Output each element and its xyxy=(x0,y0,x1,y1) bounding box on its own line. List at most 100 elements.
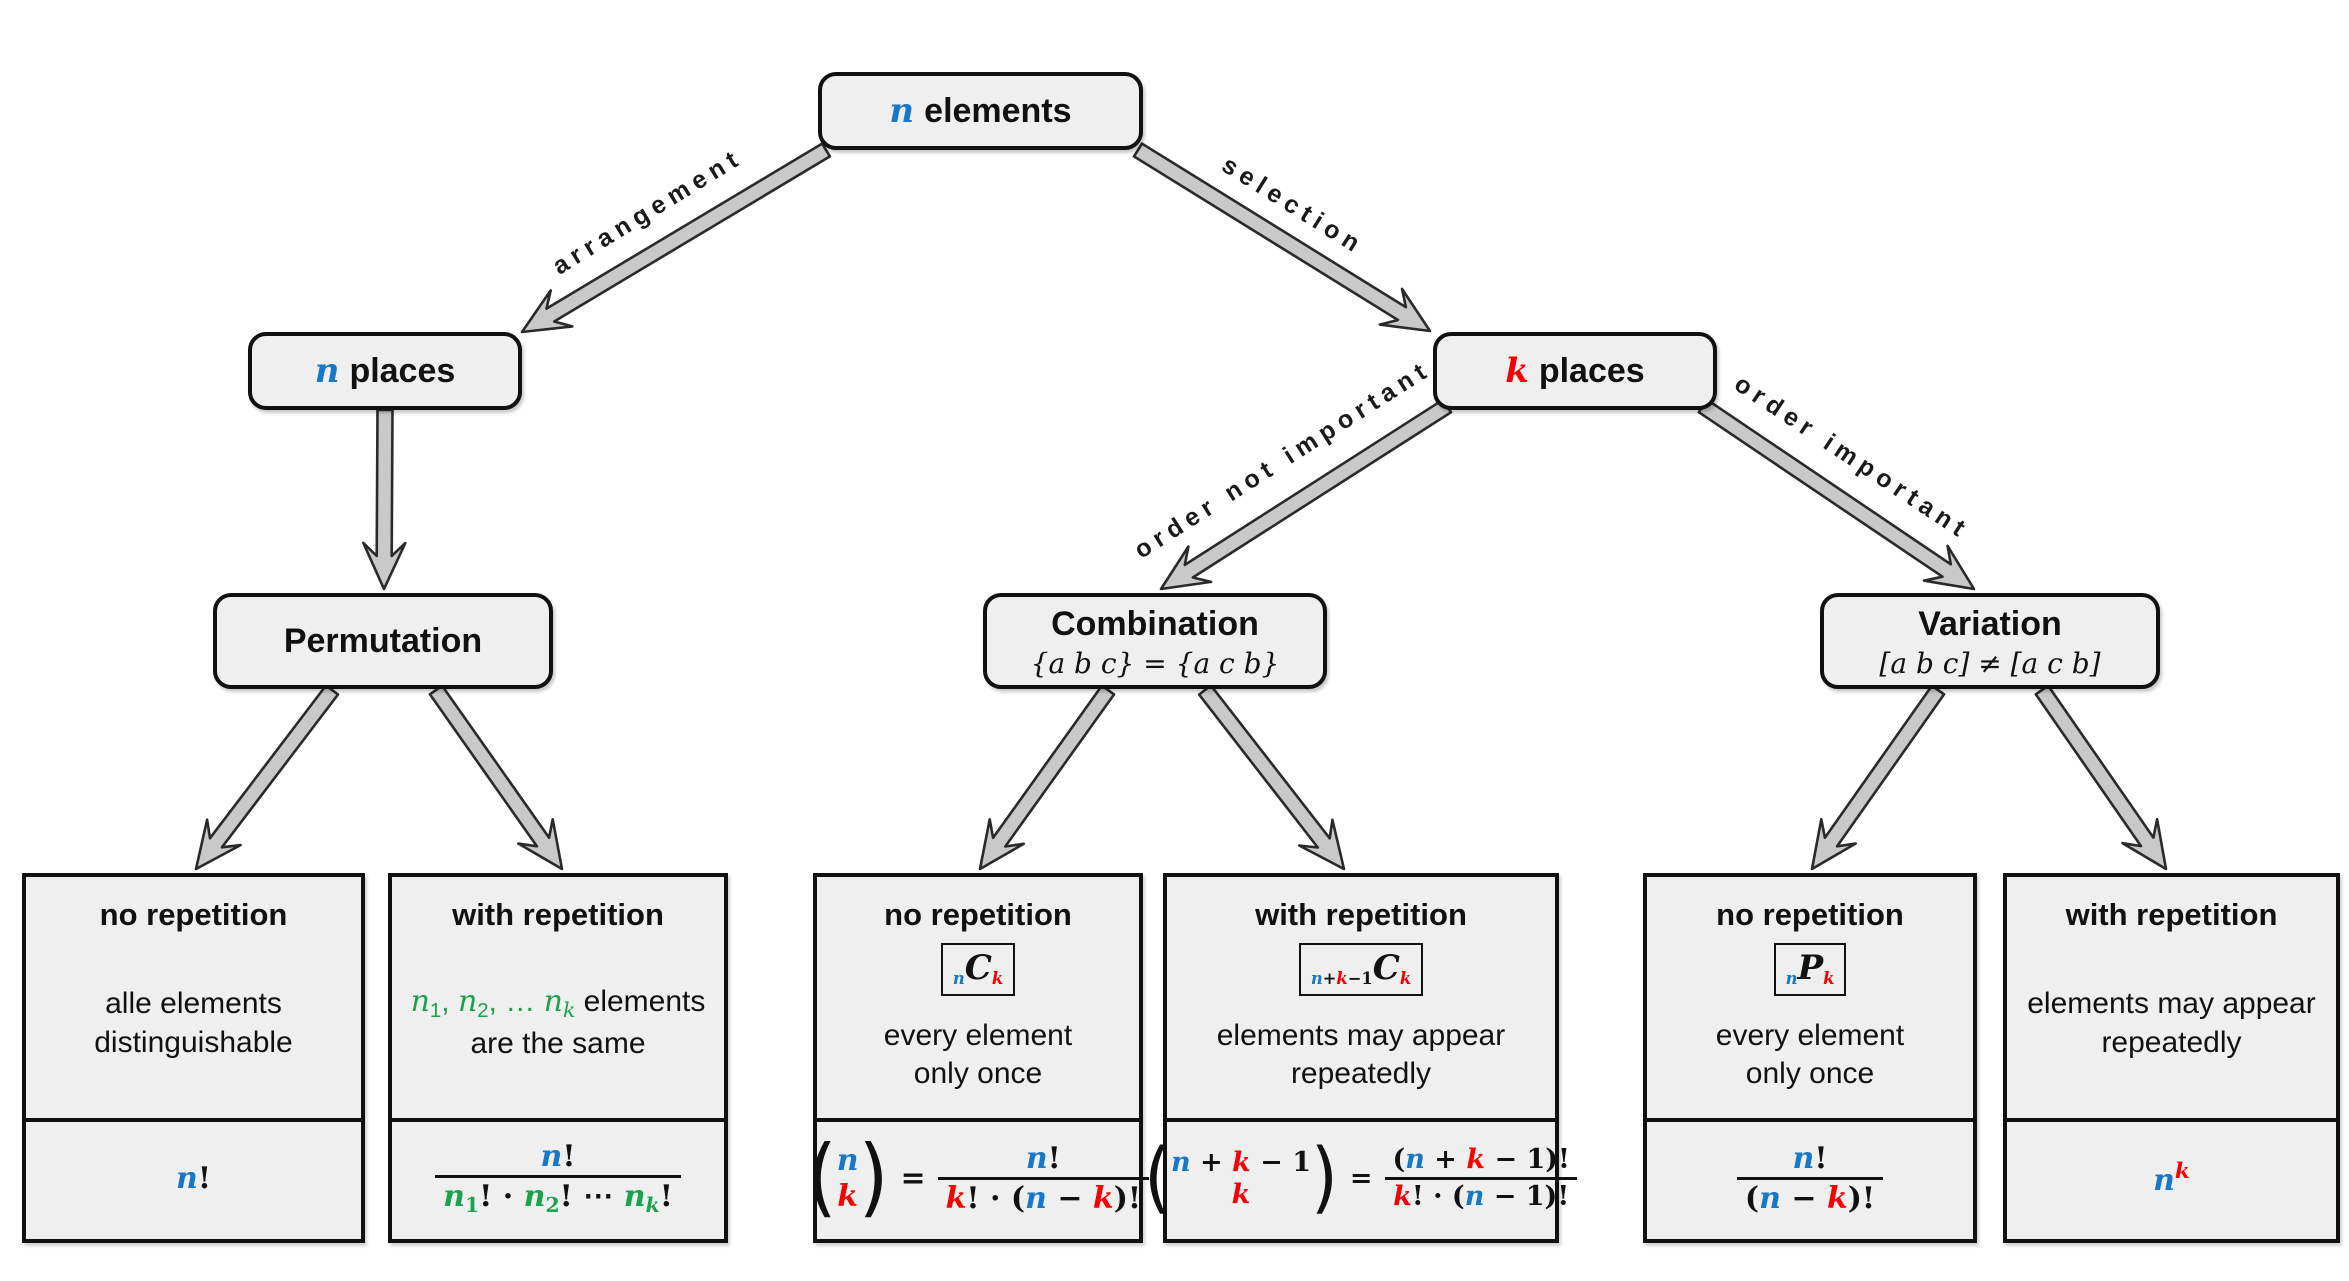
leaf-description-section: with repetition n+k−1Ck elements may app… xyxy=(1167,877,1555,1122)
math-token: ! · ( xyxy=(1411,1181,1465,1212)
math-token: n xyxy=(2153,1162,2175,1198)
leaf-description: elements may appear repeatedly xyxy=(1217,996,1506,1118)
math-token: ! xyxy=(1814,1140,1828,1176)
math-token: k xyxy=(645,1193,660,1218)
fraction-denominator: k! · (n − k)! xyxy=(937,1177,1150,1218)
math-token: k xyxy=(1466,1144,1486,1176)
leaf-description-section: with repetition elements may appear repe… xyxy=(2007,877,2336,1122)
symbol-badge-n+k-1Ck: n+k−1Ck xyxy=(1298,943,1424,996)
math-token: n xyxy=(952,968,965,988)
math-token: C xyxy=(964,948,992,988)
math-token: k xyxy=(1336,968,1348,988)
leaf-formula-section: ( n + k − 1 k ) = (n + k − 1)! k! · (n −… xyxy=(1144,1122,1578,1235)
math-token: k xyxy=(1826,1181,1848,1216)
leaf-formula-section: ( n k ) = n! k! · (n − k)! xyxy=(807,1122,1150,1235)
math-token: C xyxy=(1372,948,1400,988)
formula-fraction: (n + k − 1)! k! · (n − 1)! xyxy=(1384,1143,1578,1214)
math-token: n xyxy=(836,1143,859,1179)
math-token: k xyxy=(1399,968,1412,988)
node-variation-example: [a b c] ≠ [a c b] xyxy=(1879,646,2101,680)
math-token: k xyxy=(945,1181,967,1216)
leaf-description: n1, n2, … nk elements are the same xyxy=(411,933,706,1118)
math-token: n xyxy=(1785,968,1798,988)
leaf-description-section: no repetition alle elements distinguisha… xyxy=(26,877,361,1122)
leaf-description-section: no repetition nCk every element only onc… xyxy=(817,877,1139,1122)
arrow-variation-right xyxy=(2034,684,2168,871)
node-combination-example: {a b c} = {a c b} xyxy=(1030,646,1280,680)
math-token: )! xyxy=(1847,1181,1876,1216)
math-token: − 1 xyxy=(1250,1146,1311,1178)
node-combination-title: Combination xyxy=(1051,604,1259,643)
leaf-title: with repetition xyxy=(452,897,664,932)
binomial-bottom: k xyxy=(1232,1179,1251,1211)
math-token: ! · xyxy=(479,1179,524,1215)
math-token: + xyxy=(1322,968,1337,988)
math-token: ! ⋯ xyxy=(559,1179,624,1215)
math-token: P xyxy=(1797,948,1824,988)
math-token: ! xyxy=(659,1179,673,1215)
math-token: − 1)! xyxy=(1485,1144,1570,1176)
math-token: ( xyxy=(1744,1181,1760,1216)
leaf-formula-section: n! n1! · n2! ⋯ nk! xyxy=(392,1122,724,1235)
math-token: − 1)! xyxy=(1484,1181,1570,1212)
description-line: every element xyxy=(884,1017,1072,1055)
description-line: n1, n2, … nk elements xyxy=(411,983,706,1025)
math-token: ! · ( xyxy=(966,1181,1026,1216)
math-token: )! xyxy=(1113,1181,1142,1216)
formula-n-power-k: nk xyxy=(2153,1159,2190,1198)
fraction-numerator: n! xyxy=(1018,1140,1069,1178)
leaf-permutation-no-repetition: no repetition alle elements distinguisha… xyxy=(22,873,365,1243)
symbol-badge-nCk: nCk xyxy=(940,943,1016,996)
math-token: 2 xyxy=(545,1193,560,1218)
leaf-description: every element only once xyxy=(884,996,1072,1118)
math-token: −1 xyxy=(1347,968,1373,988)
binomial-column: n + k − 1 k xyxy=(1171,1147,1311,1211)
arrow-combination-left xyxy=(978,684,1116,871)
binomial-coefficient: ( n + k − 1 k ) xyxy=(1144,1140,1338,1217)
math-token: elements may appear xyxy=(2027,987,2316,1021)
math-token: 1 xyxy=(429,1000,442,1023)
arrow-permutation-left xyxy=(194,684,340,871)
leaf-title: with repetition xyxy=(1255,897,1467,932)
binomial-column: n k xyxy=(837,1143,859,1214)
fraction-denominator: (n − k)! xyxy=(1736,1177,1884,1218)
math-token: + xyxy=(1190,1146,1233,1178)
math-token: ! xyxy=(1047,1140,1061,1176)
math-token: k xyxy=(2174,1159,2190,1185)
description-line: distinguishable xyxy=(94,1025,293,1059)
formula-n-factorial: n! xyxy=(176,1161,211,1196)
node-permutation: Permutation xyxy=(213,593,553,689)
math-token: k xyxy=(1393,1181,1412,1212)
description-line: elements may appear xyxy=(2027,985,2316,1023)
node-n-places-label: places xyxy=(349,352,456,390)
math-token: every element xyxy=(883,1018,1073,1052)
math-token: elements xyxy=(575,985,706,1019)
math-token: n xyxy=(457,984,478,1020)
math-token: n xyxy=(1759,1181,1781,1216)
arrow-variation-left xyxy=(1810,684,1946,871)
math-token: every element xyxy=(1715,1018,1905,1052)
leaf-description: elements may appear repeatedly xyxy=(2027,933,2316,1118)
fraction-denominator: k! · (n − 1)! xyxy=(1385,1177,1578,1214)
math-token: k xyxy=(837,1178,859,1214)
math-token: k xyxy=(991,968,1004,988)
description-line: only once xyxy=(1745,1057,1875,1090)
math-token: n xyxy=(410,984,430,1020)
math-token: alle elements xyxy=(105,987,282,1021)
math-token: k xyxy=(1092,1181,1114,1216)
leaf-description: alle elements distinguishable xyxy=(94,933,292,1118)
math-token: + xyxy=(1424,1144,1467,1176)
description-line: repeatedly xyxy=(2101,1025,2242,1059)
math-token: k xyxy=(562,998,576,1023)
leaf-variation-with-repetition: with repetition elements may appear repe… xyxy=(2003,873,2340,1243)
math-token: ! xyxy=(197,1161,211,1196)
math-token: − xyxy=(1046,1181,1093,1216)
math-token: n xyxy=(1310,968,1323,988)
math-token: , xyxy=(441,985,458,1019)
leaf-permutation-with-repetition: with repetition n1, n2, … nk elements ar… xyxy=(388,873,728,1243)
math-token: 1 xyxy=(464,1193,480,1218)
